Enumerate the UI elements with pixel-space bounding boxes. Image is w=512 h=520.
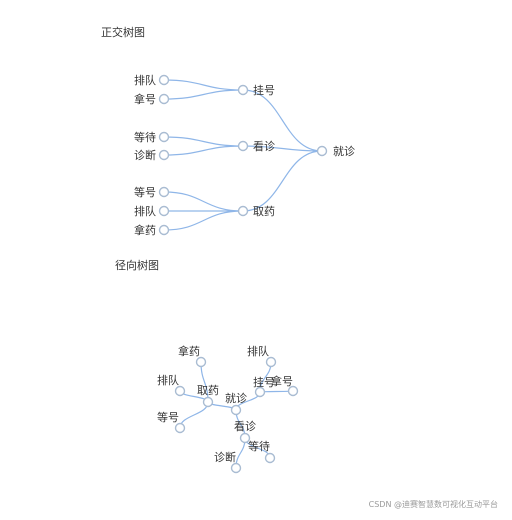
radial-link: [179, 401, 209, 429]
ortho-leaf-node-label: 诊断: [134, 148, 156, 162]
radial-branch-node[interactable]: 看诊: [234, 419, 256, 444]
ortho-link: [242, 145, 323, 152]
ortho-leaf-node[interactable]: 排队: [134, 204, 170, 218]
ortho-root-node-label: 就诊: [333, 144, 355, 158]
watermark: CSDN @迪赛智慧数可视化互动平台: [368, 500, 498, 509]
ortho-leaf-node[interactable]: 排队: [134, 73, 170, 87]
ortho-link: [163, 145, 244, 156]
radial-leaf-node[interactable]: 等号: [157, 410, 186, 434]
radial-branch-node[interactable]: 挂号: [253, 375, 275, 398]
ortho-leaf-node-label: 排队: [134, 204, 156, 218]
ortho-branch-node-label: 看诊: [253, 139, 275, 153]
radial-leaf-node[interactable]: 拿号: [271, 374, 299, 397]
ortho-leaf-node[interactable]: 等待: [134, 130, 170, 144]
radial-leaf-node[interactable]: 排队: [157, 373, 186, 397]
radial-leaf-node-label: 排队: [247, 344, 269, 358]
ortho-branch-node-label: 取药: [253, 205, 275, 218]
ortho-root-node[interactable]: 就诊: [316, 144, 356, 158]
ortho-leaf-node[interactable]: 拿药: [134, 223, 170, 237]
radial-leaf-node-label: 等待: [248, 439, 270, 453]
ortho-leaf-node[interactable]: 等号: [134, 185, 170, 199]
ortho-leaf-node-label: 等待: [134, 130, 156, 144]
radial-leaf-node[interactable]: 拿药: [178, 344, 207, 368]
radial-leaf-node-label: 诊断: [214, 450, 236, 464]
ortho-leaf-node[interactable]: 拿号: [134, 92, 170, 106]
radial-branch-node[interactable]: 取药: [197, 384, 219, 408]
ortho-link: [163, 89, 244, 100]
radial-leaf-node[interactable]: 诊断: [214, 450, 242, 474]
radial-leaf-node-label: 拿药: [178, 344, 200, 358]
radial-branch-node-label: 看诊: [234, 419, 256, 433]
radial-leaf-node-label: 排队: [157, 373, 179, 387]
ortho-link: [242, 150, 323, 212]
ortho-branch-node[interactable]: 看诊: [237, 139, 276, 153]
ortho-leaf-node[interactable]: 诊断: [134, 148, 170, 162]
orthogonal-tree-title: 正交树图: [101, 26, 145, 39]
ortho-link: [163, 210, 244, 231]
ortho-leaf-node-label: 拿药: [134, 223, 156, 237]
ortho-link: [242, 89, 323, 152]
radial-leaf-node[interactable]: 排队: [247, 344, 277, 368]
radial-branch-node-label: 取药: [197, 384, 219, 397]
radial-leaf-node-label: 等号: [157, 410, 179, 424]
ortho-branch-node[interactable]: 取药: [237, 205, 276, 218]
radial-branch-node-label: 挂号: [253, 375, 275, 389]
ortho-leaf-node-label: 拿号: [134, 92, 156, 106]
ortho-branch-node[interactable]: 挂号: [237, 83, 276, 97]
radial-leaf-node-label: 拿号: [271, 374, 293, 388]
radial-leaf-node[interactable]: 等待: [248, 439, 276, 464]
radial-tree-title: 径向树图: [115, 259, 159, 272]
ortho-leaf-node-label: 等号: [134, 185, 156, 199]
ortho-branch-node-label: 挂号: [253, 83, 275, 97]
radial-root-node-label: 就诊: [225, 391, 247, 405]
ortho-leaf-node-label: 排队: [134, 73, 156, 87]
radial-root-node[interactable]: 就诊: [225, 391, 247, 416]
ortho-link: [163, 79, 244, 91]
